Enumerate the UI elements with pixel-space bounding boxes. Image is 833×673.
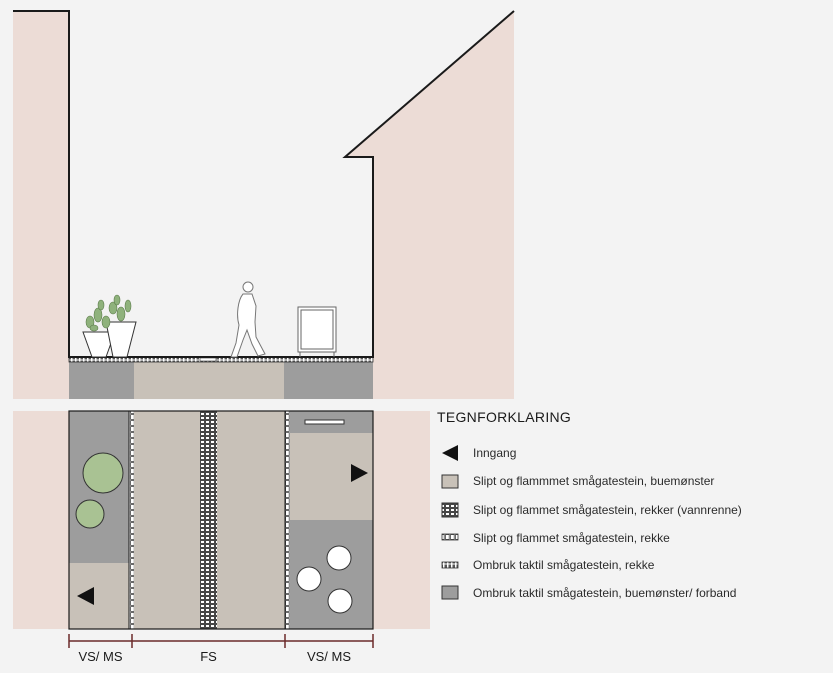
plan-left-building [13, 411, 69, 629]
dimension-label-right: VS/ MS [306, 649, 352, 664]
left-building [13, 11, 69, 399]
bench-marker [304, 419, 345, 425]
dimension-line [68, 634, 374, 648]
legend-swatch-gutter [441, 502, 459, 518]
legend-label: Slipt og flammet smågatestein, rekker (v… [473, 503, 742, 517]
legend-label: Slipt og flammmet smågatestein, buemønst… [473, 474, 715, 488]
gutter-rows [200, 411, 217, 629]
planter-circle [296, 566, 322, 592]
legend-label: Slipt og flammet smågatestein, rekke [473, 531, 670, 545]
legend-label: Ombruk taktil smågatestein, rekke [473, 558, 655, 572]
section-ground-center [134, 362, 284, 399]
left-tactile-row [129, 411, 134, 629]
tree-large [82, 452, 124, 494]
legend-swatch-arc [441, 474, 459, 489]
legend-label: Inngang [473, 446, 517, 460]
facade-outline [13, 10, 515, 358]
legend-title: TEGNFORKLARING [437, 409, 572, 425]
legend-swatch-rows [441, 533, 459, 541]
street-plan [13, 410, 430, 630]
planter-circle [326, 545, 352, 571]
legend-swatch-tactile-arc [441, 585, 459, 600]
tree-small [75, 499, 105, 529]
drain-cover [199, 357, 217, 362]
right-tactile-row [285, 411, 290, 629]
plan-right-building [373, 411, 430, 629]
plan-outline [68, 410, 374, 630]
dimension-label-middle: FS [200, 649, 217, 664]
planter-circle [327, 588, 353, 614]
entrance-arrow-icon [77, 587, 94, 605]
street-section [13, 10, 515, 399]
planter-plants [82, 294, 137, 358]
legend-label: Ombruk taktil smågatestein, buemønster/ … [473, 586, 737, 600]
right-building [345, 11, 514, 399]
entrance-arrow-icon [351, 464, 368, 482]
pedestrian-figure [230, 281, 266, 358]
dimension-label-left: VS/ MS [78, 649, 123, 664]
legend-swatch-tactile-row [441, 561, 459, 569]
legend-swatches [441, 445, 459, 600]
legend-entrance-icon [442, 445, 458, 461]
sandwich-board [297, 306, 337, 357]
